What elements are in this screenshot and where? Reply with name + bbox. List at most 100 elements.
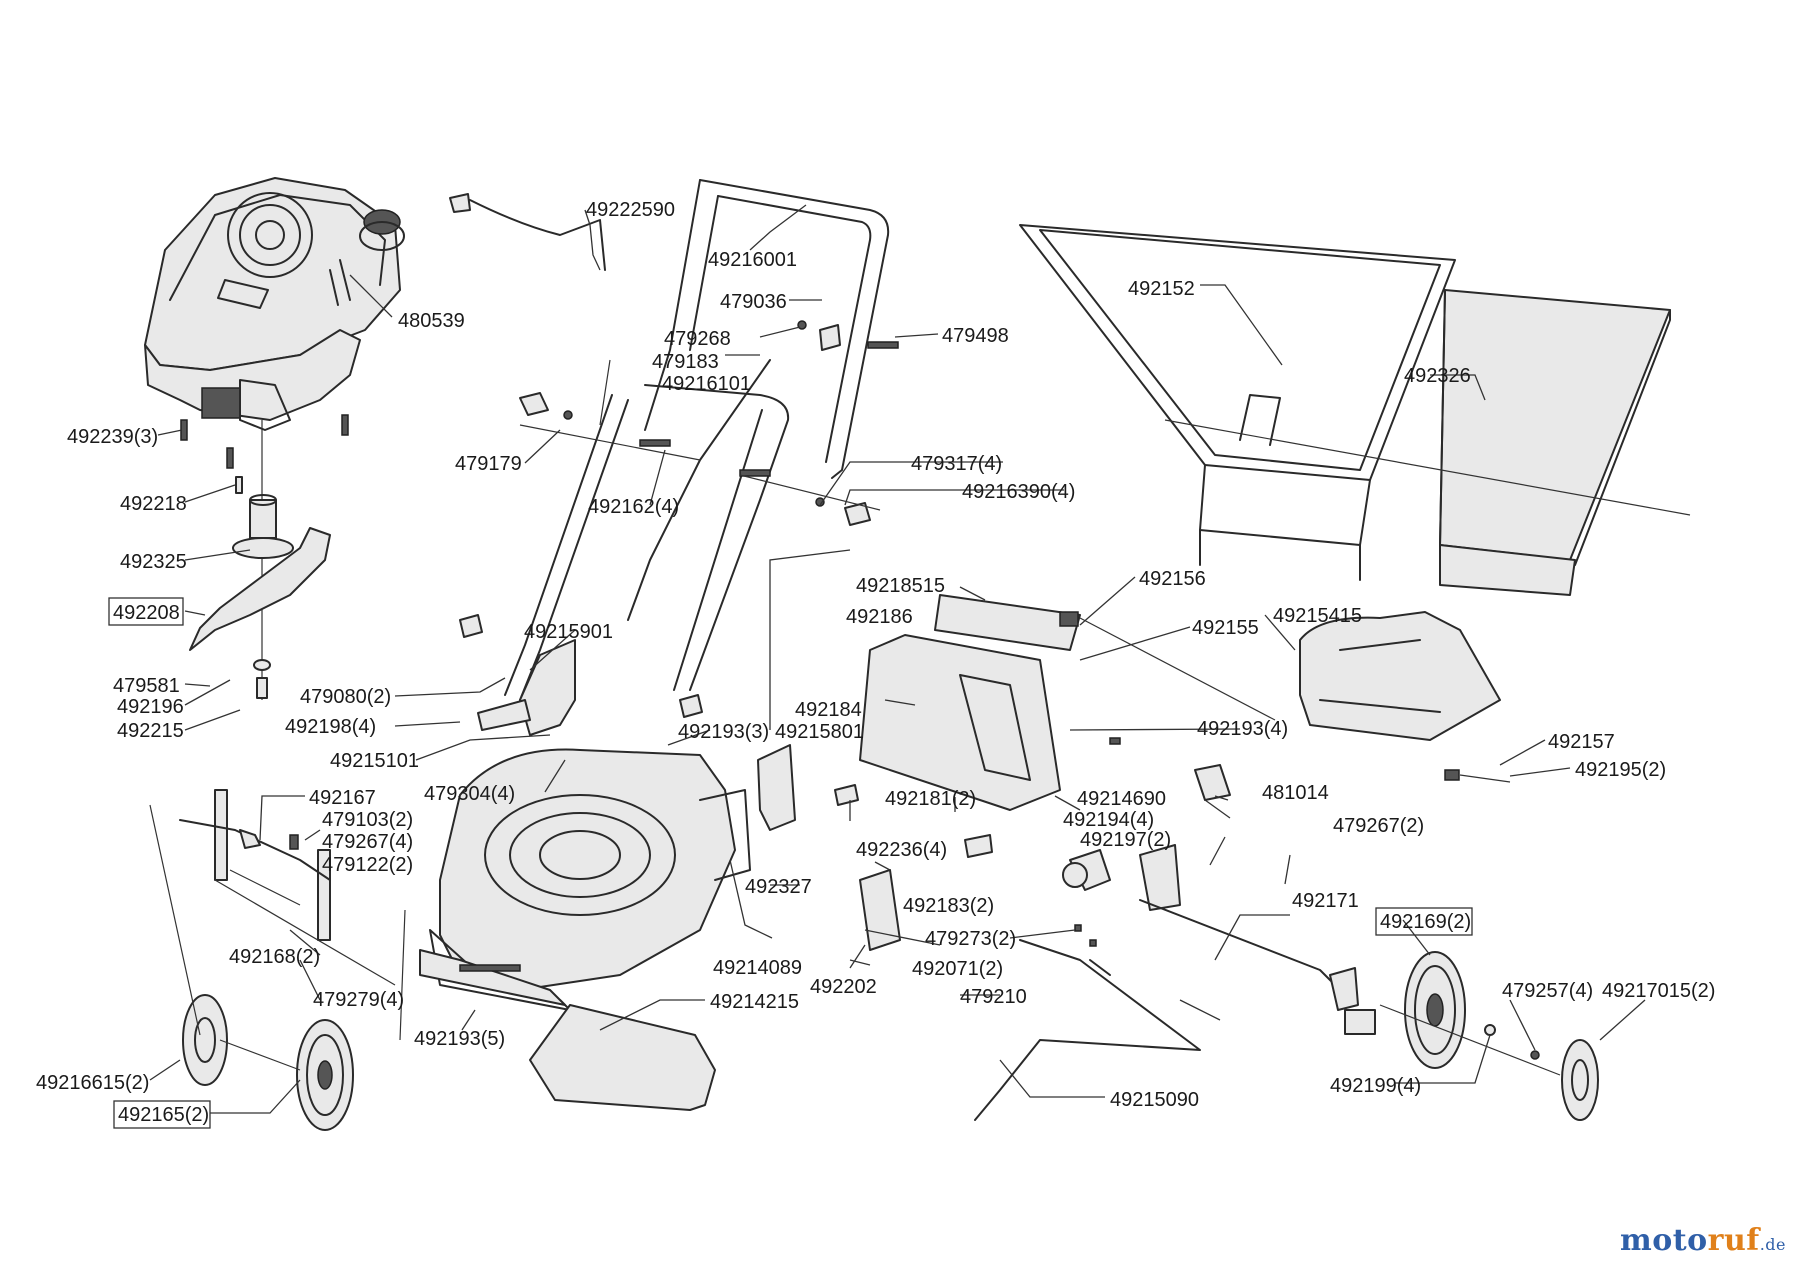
rear-axle-drawing xyxy=(974,939,1376,1121)
part-label: 479257(4) xyxy=(1502,980,1593,1002)
part-label: 492193(5) xyxy=(414,1028,505,1050)
part-label: 479080(2) xyxy=(300,686,391,708)
part-label: 492239(3) xyxy=(67,426,158,448)
part-label: 492157 xyxy=(1548,731,1615,753)
handle-brackets xyxy=(477,639,796,831)
watermark-part3: .de xyxy=(1759,1235,1786,1254)
part-label: 479183 xyxy=(652,351,719,373)
part-label: 492162(4) xyxy=(588,496,679,518)
part-label: 492196 xyxy=(117,696,184,718)
part-label: 479268 xyxy=(664,328,731,350)
handle-hardware xyxy=(459,320,899,718)
rear-hubcap-drawing xyxy=(1561,1039,1599,1121)
part-label: 479273(2) xyxy=(925,928,1016,950)
part-label: 492186 xyxy=(846,606,913,628)
nut-479257 xyxy=(1530,1050,1540,1060)
leader-lines xyxy=(149,204,1646,1114)
part-label: 49218515 xyxy=(856,575,945,597)
part-label: 492167 xyxy=(309,787,376,809)
part-label: 492071(2) xyxy=(912,958,1003,980)
engine-bolts xyxy=(180,414,349,469)
part-label: 479210 xyxy=(960,986,1027,1008)
part-label: 49215090 xyxy=(1110,1089,1199,1111)
part-label: 492202 xyxy=(810,976,877,998)
part-label: 492181(2) xyxy=(885,788,976,810)
front-hubcap-drawing xyxy=(182,994,228,1086)
part-label: 492236(4) xyxy=(856,839,947,861)
part-label: 492327 xyxy=(745,876,812,898)
part-label: 479036 xyxy=(720,291,787,313)
part-label: 49215801 xyxy=(775,721,864,743)
spring-492157 xyxy=(1444,769,1460,781)
part-label: 492165(2) xyxy=(118,1104,209,1126)
part-label: 479279(4) xyxy=(313,989,404,1011)
blade-bolt-drawing xyxy=(256,677,268,699)
part-label: 492156 xyxy=(1139,568,1206,590)
rear-cover-drawing xyxy=(1299,611,1501,741)
part-label: 492193(4) xyxy=(1197,718,1288,740)
blade-drawing xyxy=(189,527,331,651)
clip-drawing xyxy=(449,193,471,213)
deck-drawing xyxy=(419,748,751,1011)
part-label: 49216001 xyxy=(708,249,797,271)
engine-drawing xyxy=(144,177,405,431)
part-label: 492194(4) xyxy=(1063,809,1154,831)
part-label: 479304(4) xyxy=(424,783,515,805)
part-label: 492184 xyxy=(795,699,862,721)
upper-handle-drawing xyxy=(644,179,890,479)
part-label: 49214690 xyxy=(1077,788,1166,810)
part-label: 492198(4) xyxy=(285,716,376,738)
blade-adapter-drawing xyxy=(232,494,294,559)
part-label: 49217015(2) xyxy=(1602,980,1715,1002)
grass-bag-drawing xyxy=(1439,289,1671,596)
part-label: 49215415 xyxy=(1273,605,1362,627)
front-height-adjuster xyxy=(179,789,331,941)
washer-492199 xyxy=(1484,1024,1496,1036)
part-label: 492215 xyxy=(117,720,184,742)
part-label: 492169(2) xyxy=(1380,911,1471,933)
part-label: 479122(2) xyxy=(322,854,413,876)
part-label: 479267(2) xyxy=(1333,815,1424,837)
part-label: 49216101 xyxy=(662,373,751,395)
watermark-logo: motoruf.de xyxy=(1620,1223,1786,1258)
grass-bag-frame-drawing xyxy=(1019,224,1456,581)
part-label: 479317(4) xyxy=(911,453,1002,475)
part-label: 49216615(2) xyxy=(36,1072,149,1094)
part-label: 492171 xyxy=(1292,890,1359,912)
watermark-part1: moto xyxy=(1620,1223,1708,1258)
part-labels: 49222590 49216001 480539 479036 479268 4… xyxy=(36,199,1715,1126)
part-label: 49215901 xyxy=(524,621,613,643)
part-label: 479267(4) xyxy=(322,831,413,853)
part-label: 492183(2) xyxy=(903,895,994,917)
part-label: 492325 xyxy=(120,551,187,573)
part-label: 492193(3) xyxy=(678,721,769,743)
part-label: 492326 xyxy=(1404,365,1471,387)
part-label: 49214215 xyxy=(710,991,799,1013)
part-label: 492208 xyxy=(113,602,180,624)
part-label: 492155 xyxy=(1192,617,1259,639)
center-fasteners xyxy=(834,737,1121,951)
part-label: 479179 xyxy=(455,453,522,475)
front-cover-drawing xyxy=(529,1004,716,1111)
part-label: 479498 xyxy=(942,325,1009,347)
front-wheel-drawing xyxy=(296,1019,354,1131)
part-label: 492168(2) xyxy=(229,946,320,968)
part-label: 49216390(4) xyxy=(962,481,1075,503)
part-label: 49215101 xyxy=(330,750,419,772)
part-label: 492218 xyxy=(120,493,187,515)
watermark-part2: ruf xyxy=(1707,1223,1760,1258)
part-label: 480539 xyxy=(398,310,465,332)
cable-drawing xyxy=(469,199,771,621)
key-part xyxy=(235,476,243,494)
part-label: 49214089 xyxy=(713,957,802,979)
part-label: 492195(2) xyxy=(1575,759,1666,781)
part-label: 492197(2) xyxy=(1080,829,1171,851)
part-label: 479103(2) xyxy=(322,809,413,831)
rear-wheel-drawing xyxy=(1404,951,1466,1069)
washer-drawing xyxy=(253,659,271,671)
part-label: 49222590 xyxy=(586,199,675,221)
label-boxes xyxy=(108,597,1473,1129)
rear-flap-assembly xyxy=(859,594,1276,811)
part-label: 492199(4) xyxy=(1330,1075,1421,1097)
